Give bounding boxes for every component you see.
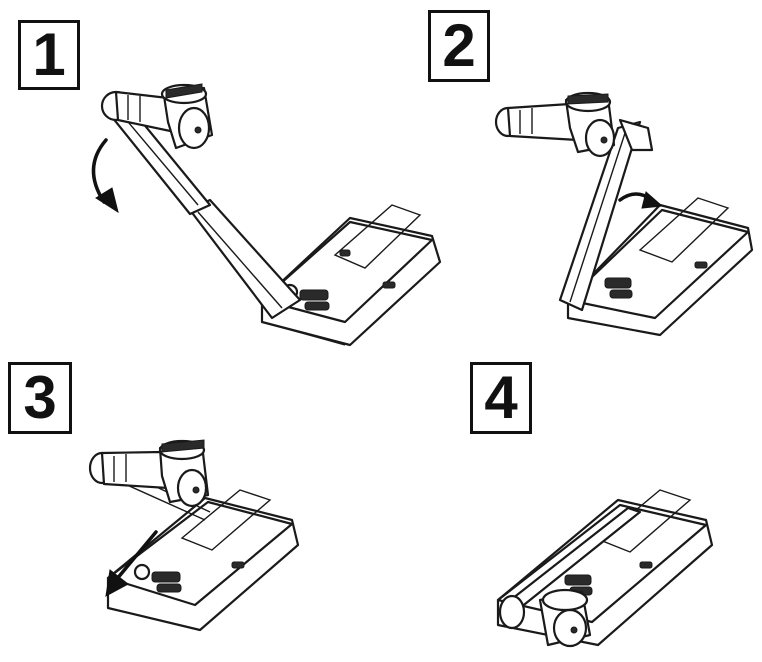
step-2-document-camera-icon	[494, 91, 754, 337]
step-3-label: 3	[8, 362, 72, 434]
step-2-label: 2	[428, 10, 490, 82]
step-1-curved-arrow-icon	[91, 138, 119, 214]
step-2-curved-arrow-icon	[618, 191, 664, 209]
step-1-document-camera-icon	[100, 83, 442, 347]
step-4-label: 4	[470, 362, 532, 434]
step-4-document-camera-folded-icon	[496, 489, 714, 648]
step-3-document-camera-icon	[88, 439, 300, 632]
step-1-label: 1	[18, 20, 80, 90]
step-3-straight-arrow-icon	[105, 530, 158, 597]
